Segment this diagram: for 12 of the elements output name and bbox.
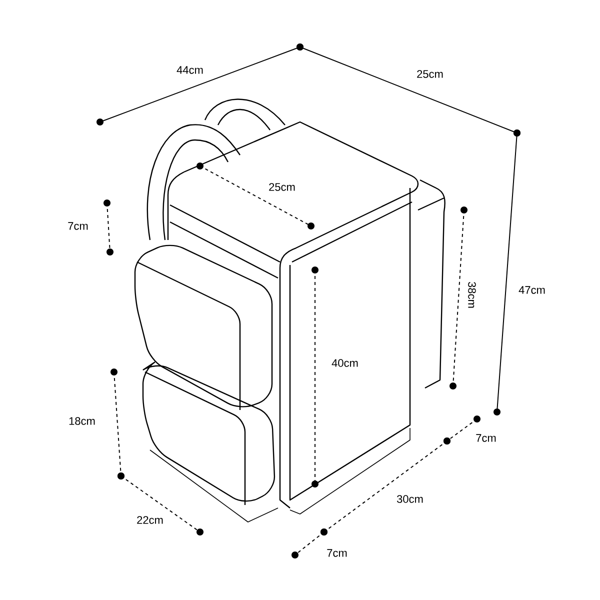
dimension-label: 22cm xyxy=(137,516,163,524)
dimension-label: 7cm xyxy=(327,549,347,557)
dimension-label: 44cm xyxy=(176,66,203,74)
dimension-label: 40cm xyxy=(332,359,358,367)
dimension-label: 38cm xyxy=(468,282,476,308)
dimension-label: 25cm xyxy=(269,183,295,191)
dimension-label: 30cm xyxy=(396,495,423,503)
dimension-label: 47cm xyxy=(518,286,545,294)
dimension-label: 7cm xyxy=(68,222,88,230)
dimension-label: 25cm xyxy=(417,70,443,78)
dimension-label: 18cm xyxy=(69,417,95,425)
dimension-label: 7cm xyxy=(476,434,496,442)
